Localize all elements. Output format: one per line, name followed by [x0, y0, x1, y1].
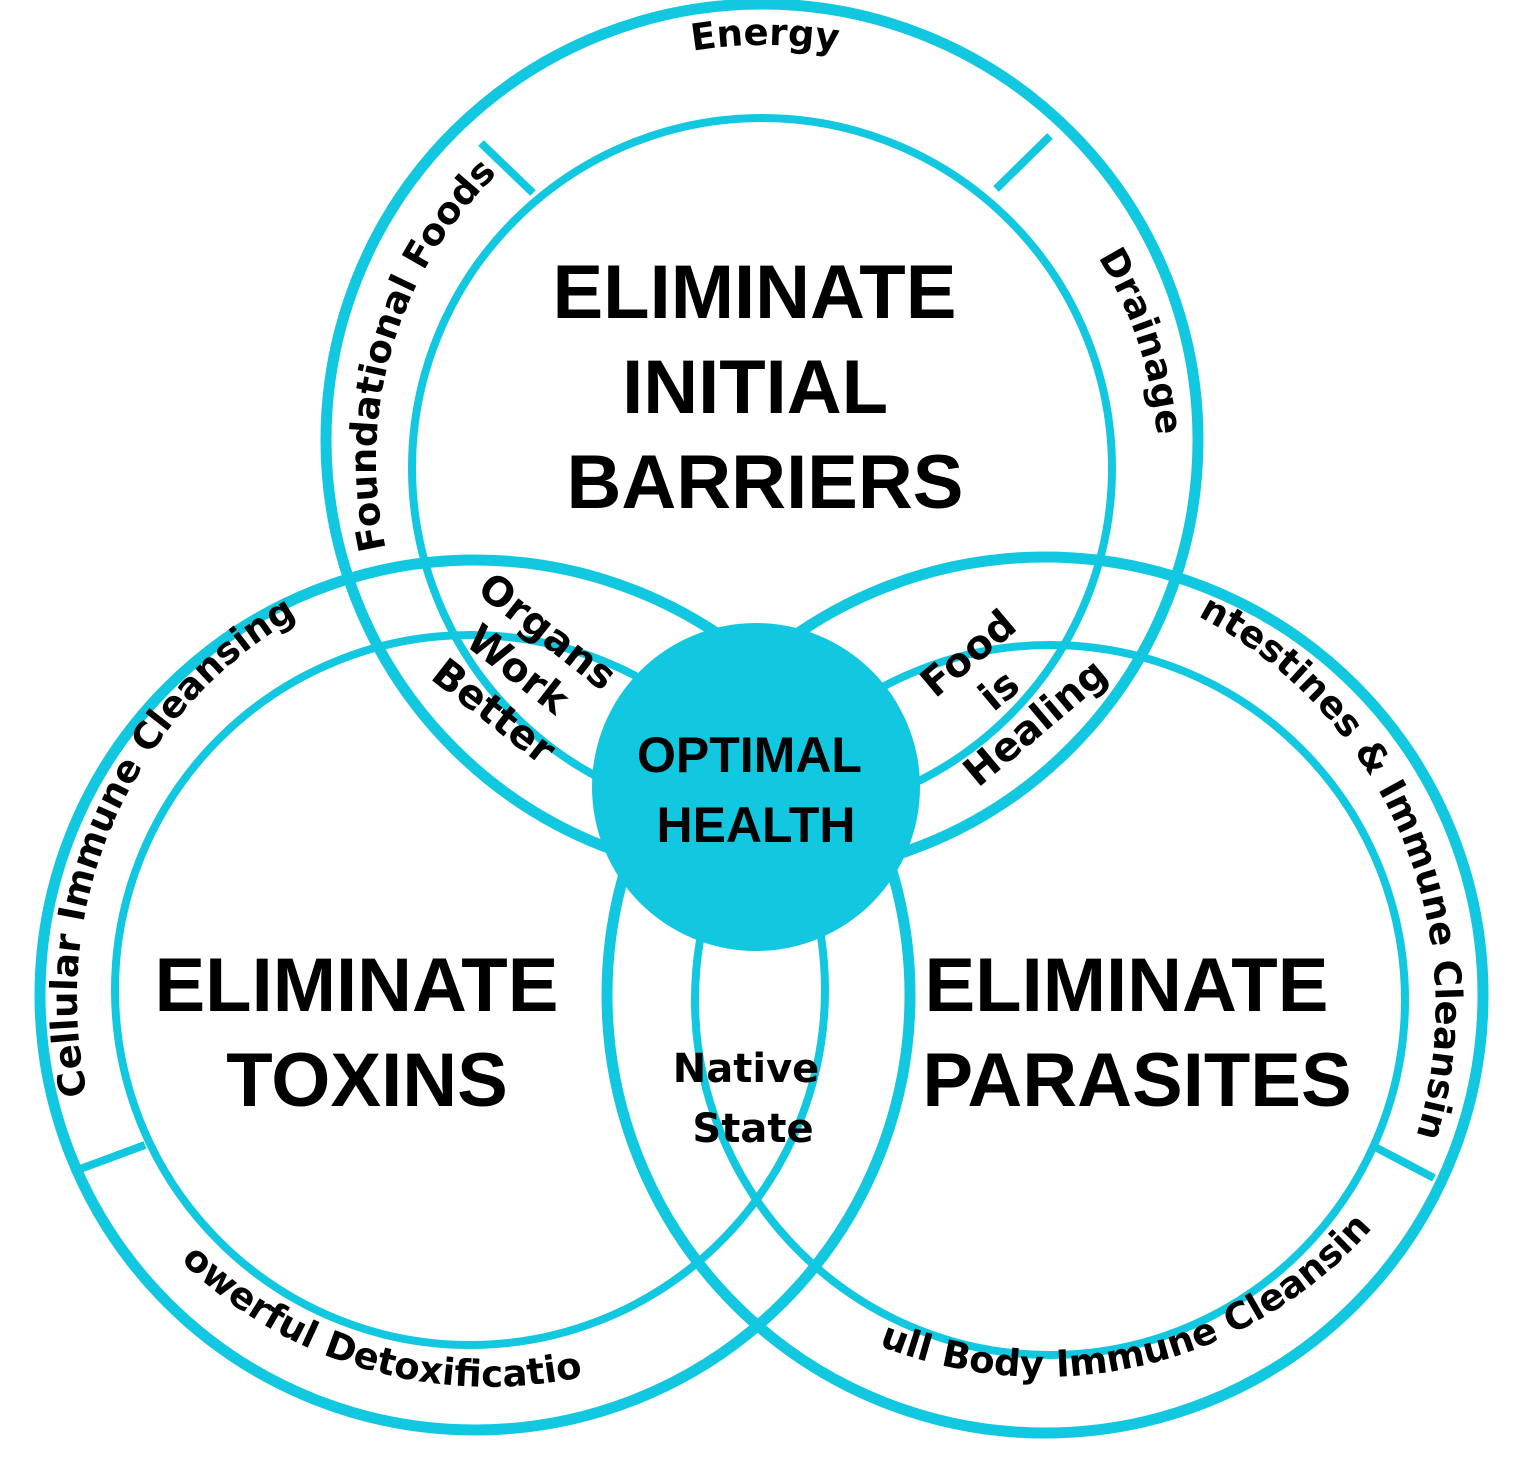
center-label: OPTIMAL HEALTH	[637, 727, 875, 853]
ring-divider	[1373, 1143, 1436, 1182]
right-circle-outer-ring	[601, 551, 1489, 1439]
ring-divider	[993, 133, 1053, 192]
center-circle	[592, 623, 920, 951]
top-circle-title: ELIMINATE INITIAL BARRIERS	[552, 250, 977, 525]
left-circle-title: ELIMINATE TOXINS	[154, 943, 579, 1123]
right-circle-inner	[691, 641, 1409, 1359]
right-circle-title: ELIMINATE PARASITES	[922, 943, 1351, 1123]
overlap-bottom-label: Native State	[673, 1046, 833, 1152]
ring-divider	[478, 140, 536, 196]
ring-label-foundational-foods: Foundational Foods	[342, 150, 504, 556]
ring-divider	[70, 1141, 147, 1176]
ring-label-energy: Energy	[688, 11, 842, 60]
left-circle-outer-ring	[34, 554, 916, 1436]
left-circle-inner	[111, 631, 829, 1349]
